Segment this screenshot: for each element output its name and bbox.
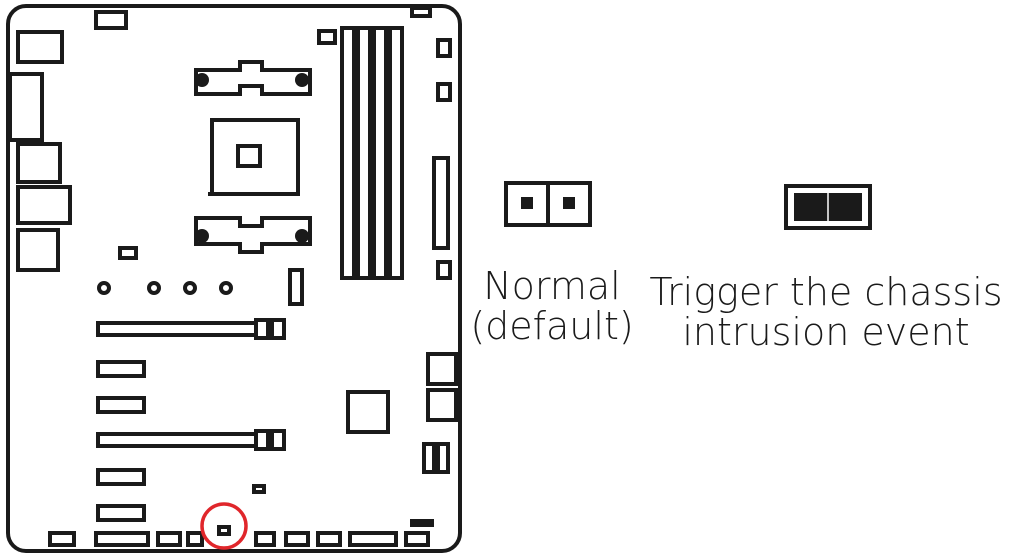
pcie-slot-2: [96, 432, 258, 448]
top-right-connector: [410, 6, 432, 18]
board-outline: [6, 4, 462, 553]
hole-2: [147, 281, 161, 295]
chipset: [346, 390, 390, 434]
bottom-header-7: [316, 531, 342, 547]
hole-3: [183, 281, 197, 295]
bottom-header-9: [404, 531, 430, 547]
jumper-normal-pin-1: [521, 197, 533, 209]
hole-4: [219, 281, 233, 295]
m2-connector: [288, 268, 304, 306]
bottom-header-10: [410, 519, 434, 527]
bracket-screw-1: [195, 73, 209, 87]
trigger-label-line-1: Trigger the chassis: [649, 270, 1003, 314]
cpu-bracket-bottom: [194, 216, 312, 254]
small-header: [317, 29, 337, 45]
pcie-slot-1-latch: [254, 318, 270, 340]
jumper-trigger: [784, 184, 872, 230]
pcie-slot-1: [96, 321, 258, 337]
bottom-header-2: [94, 531, 150, 547]
pcie-slot-2-latch-2: [270, 429, 286, 451]
io-port-1: [16, 30, 64, 64]
pcie-slot-2-latch: [254, 429, 270, 451]
cpu-socket: [210, 118, 300, 196]
usb-header-2: [436, 442, 450, 474]
pcie-x1-slot-4: [96, 504, 146, 522]
socket-edge-right: [296, 120, 300, 196]
bottom-header-8: [348, 531, 398, 547]
bottom-header-1: [48, 531, 76, 547]
io-port-2: [8, 72, 44, 142]
pcie-slot-1-latch-2: [270, 318, 286, 340]
highlight-circle: [200, 502, 248, 550]
dimm-slot-4: [388, 26, 404, 280]
sata-port-1: [426, 352, 458, 386]
cpu-socket-inner: [236, 144, 262, 168]
bottom-header-6: [284, 531, 310, 547]
bracket-screw-4: [295, 229, 309, 243]
sata-port-2: [426, 388, 458, 422]
io-port-5: [16, 228, 60, 272]
io-port-4: [16, 185, 72, 225]
right-header-2: [436, 82, 452, 102]
small-part: [252, 484, 266, 494]
right-header-3: [436, 260, 452, 280]
right-header-1: [436, 38, 452, 58]
pcie-x1-slot-1: [96, 360, 146, 378]
dimm-slot-2: [356, 26, 372, 280]
top-connector: [94, 10, 128, 30]
dimm-slot-1: [340, 26, 356, 280]
trigger-label-line-2: intrusion event: [682, 310, 970, 354]
jumper-normal: [504, 181, 592, 227]
atx-power-connector: [432, 156, 450, 250]
pcie-x1-slot-2: [96, 396, 146, 414]
bracket-screw-2: [295, 73, 309, 87]
bottom-header-4: [186, 531, 204, 547]
pcie-x1-slot-3: [96, 468, 146, 486]
cpu-bracket-top: [194, 60, 312, 96]
jumper-normal-pin-2: [563, 197, 575, 209]
bracket-screw-3: [195, 229, 209, 243]
bottom-header-3: [156, 531, 182, 547]
jumper-trigger-frame: [784, 184, 872, 230]
usb-header-1: [422, 442, 436, 474]
trigger-label: Trigger the chassis intrusion event: [642, 272, 1010, 352]
normal-label-line-2: (default): [470, 304, 634, 348]
normal-label: Normal (default): [462, 266, 642, 346]
chassis-intrusion-header: [217, 525, 231, 536]
normal-label-line-1: Normal: [483, 264, 621, 308]
small-chip: [118, 246, 138, 260]
socket-edge: [208, 192, 298, 196]
io-port-3: [16, 142, 62, 184]
hole-1: [97, 281, 111, 295]
bottom-header-5: [254, 531, 276, 547]
dimm-slot-3: [372, 26, 388, 280]
